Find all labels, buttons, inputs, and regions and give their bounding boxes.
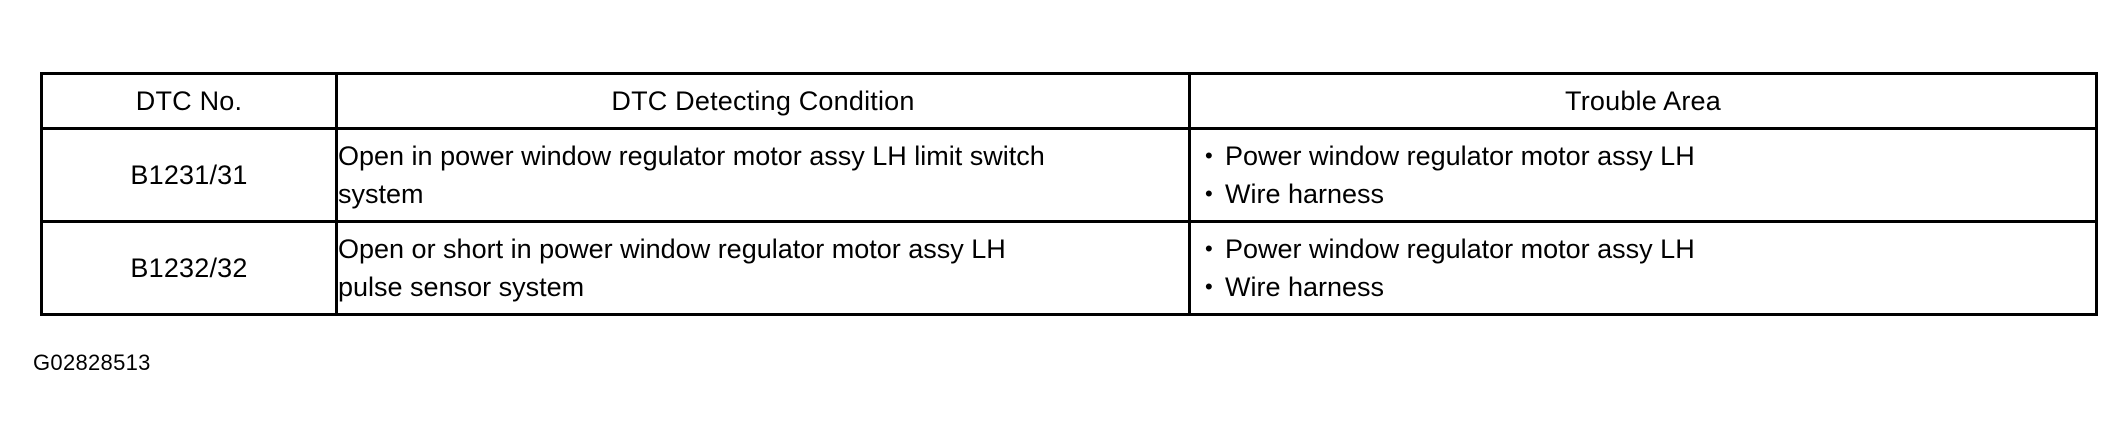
list-item: • Power window regulator motor assy LH: [1203, 230, 2095, 268]
table-header: DTC No. DTC Detecting Condition Trouble …: [40, 72, 2098, 130]
figure-caption: G02828513: [33, 350, 151, 375]
trouble-area-list: • Power window regulator motor assy LH •…: [1191, 131, 2095, 219]
trouble-area-cell: • Power window regulator motor assy LH •…: [1188, 127, 2098, 223]
bullet-icon: •: [1205, 274, 1213, 299]
list-item-label: Wire harness: [1225, 179, 1385, 209]
bullet-icon: •: [1205, 236, 1213, 261]
table-row: B1232/32 Open or short in power window r…: [40, 220, 2098, 316]
bullet-icon: •: [1205, 181, 1213, 206]
condition-line: pulse sensor system: [338, 272, 585, 302]
list-item-label: Wire harness: [1225, 272, 1385, 302]
dtc-condition-cell: Open or short in power window regulator …: [335, 220, 1191, 316]
header-dtc-no: DTC No.: [40, 72, 338, 130]
table-row: B1231/31 Open in power window regulator …: [40, 127, 2098, 223]
list-item: • Power window regulator motor assy LH: [1203, 137, 2095, 175]
dtc-no-cell: B1232/32: [40, 220, 338, 316]
header-dtc-detecting-condition: DTC Detecting Condition: [335, 72, 1191, 130]
list-item: • Wire harness: [1203, 175, 2095, 213]
condition-line: system: [338, 179, 424, 209]
condition-line: Open in power window regulator motor ass…: [338, 141, 1045, 171]
trouble-area-list: • Power window regulator motor assy LH •…: [1191, 224, 2095, 312]
list-item: • Wire harness: [1203, 268, 2095, 306]
dtc-no-cell: B1231/31: [40, 127, 338, 223]
header-row: DTC No. DTC Detecting Condition Trouble …: [40, 72, 2098, 130]
dtc-condition-cell: Open in power window regulator motor ass…: [335, 127, 1191, 223]
table-body: B1231/31 Open in power window regulator …: [40, 127, 2098, 316]
list-item-label: Power window regulator motor assy LH: [1225, 141, 1695, 171]
trouble-area-cell: • Power window regulator motor assy LH •…: [1188, 220, 2098, 316]
header-trouble-area: Trouble Area: [1188, 72, 2098, 130]
condition-line: Open or short in power window regulator …: [338, 234, 1006, 264]
dtc-table: DTC No. DTC Detecting Condition Trouble …: [40, 72, 2098, 316]
list-item-label: Power window regulator motor assy LH: [1225, 234, 1695, 264]
bullet-icon: •: [1205, 143, 1213, 168]
